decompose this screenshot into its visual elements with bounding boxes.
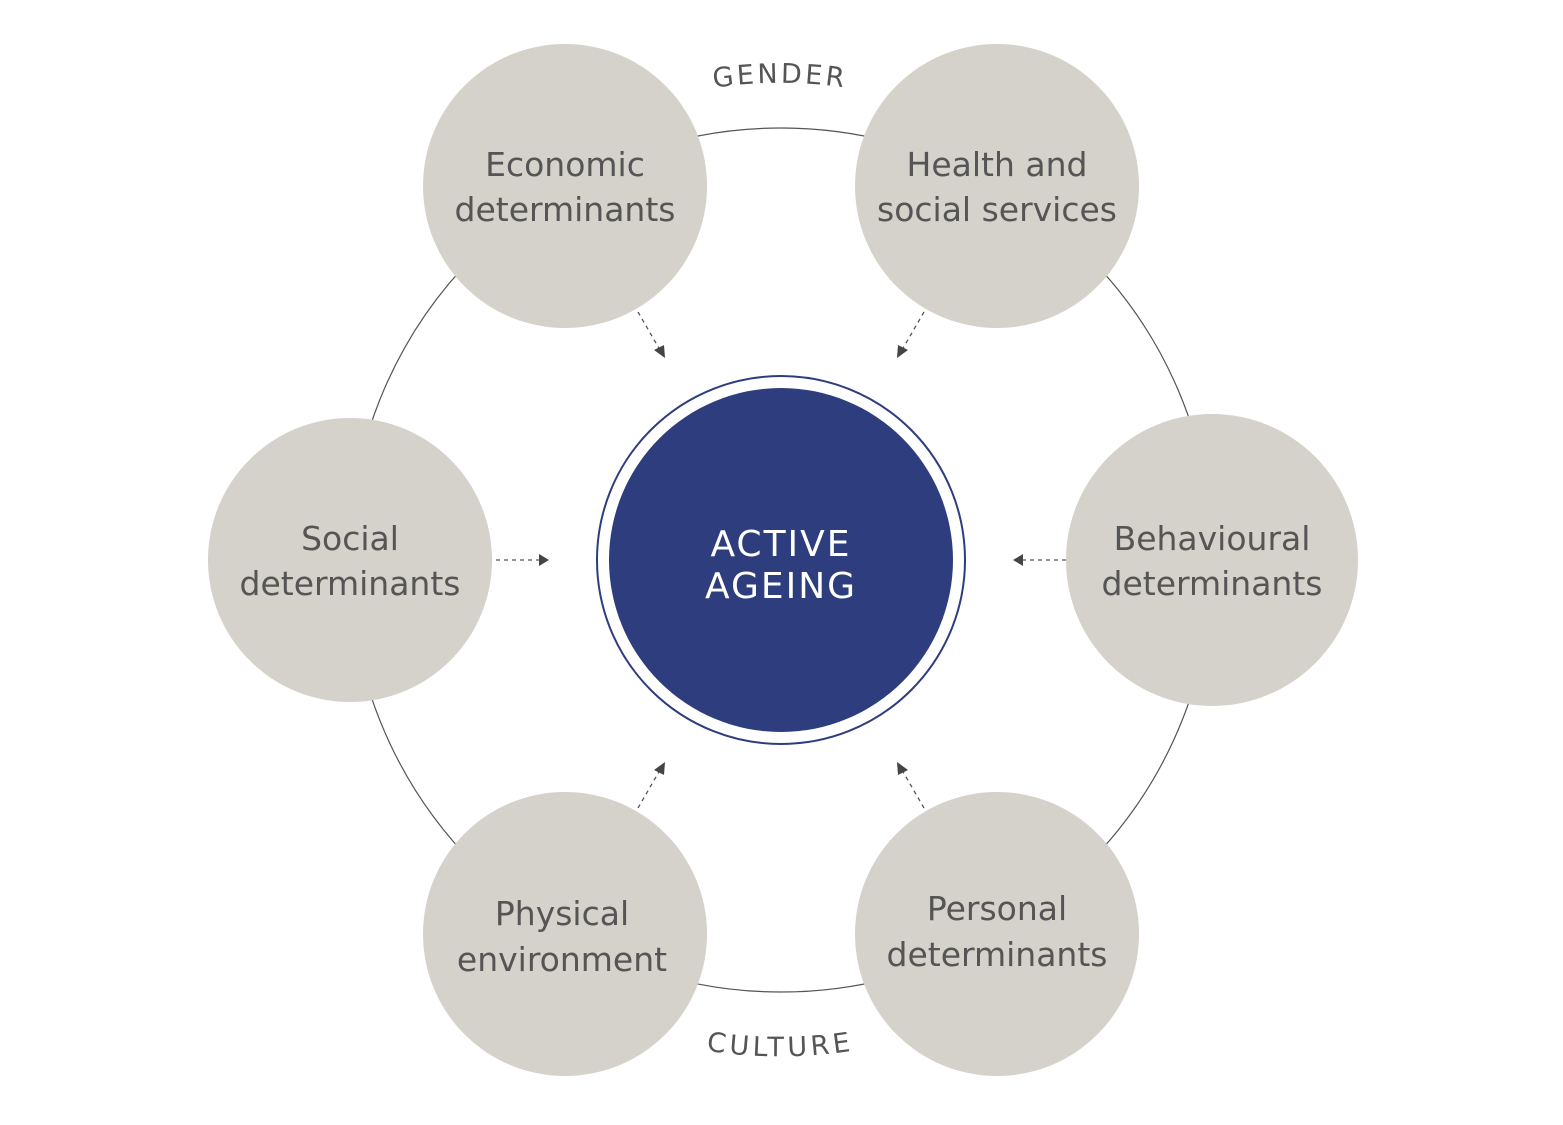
node-label-line1: Personal	[927, 889, 1067, 928]
node-personal-determinants: Personal determinants	[855, 792, 1139, 1076]
node-label-line2: environment	[457, 940, 667, 979]
node-physical-environment: Physical environment	[423, 792, 707, 1076]
center-label-line1: ACTIVE	[710, 524, 851, 565]
arrow-economic	[637, 311, 665, 358]
arrow-health	[897, 311, 925, 358]
node-label-line2: determinants	[455, 190, 676, 229]
node-health-social-services: Health and social services	[855, 44, 1139, 328]
node-label-line1: Health and	[907, 145, 1088, 184]
node-label-line2: determinants	[1102, 564, 1323, 603]
center-label-line2: AGEING	[705, 566, 857, 607]
ring-label-bottom: CULTURE	[705, 1027, 855, 1064]
ring-label-top: GENDER	[711, 59, 849, 95]
arrow-social	[496, 554, 549, 566]
node-label-line1: Social	[301, 519, 399, 558]
node-label-line1: Behavioural	[1114, 519, 1311, 558]
node-label-line1: Economic	[485, 145, 645, 184]
arrows	[496, 311, 1066, 809]
node-label-line2: social services	[877, 190, 1117, 229]
node-label-line2: determinants	[887, 935, 1108, 974]
center-node: ACTIVE AGEING	[596, 375, 966, 745]
center-circle	[609, 388, 953, 732]
node-label-line1: Physical	[495, 894, 629, 933]
arrow-behavioural	[1013, 554, 1066, 566]
node-economic-determinants: Economic determinants	[423, 44, 707, 328]
node-behavioural-determinants: Behavioural determinants	[1066, 414, 1358, 706]
node-social-determinants: Social determinants	[208, 418, 492, 702]
arrow-personal	[897, 762, 925, 809]
arrow-physical	[637, 762, 665, 809]
node-label-line2: determinants	[240, 564, 461, 603]
